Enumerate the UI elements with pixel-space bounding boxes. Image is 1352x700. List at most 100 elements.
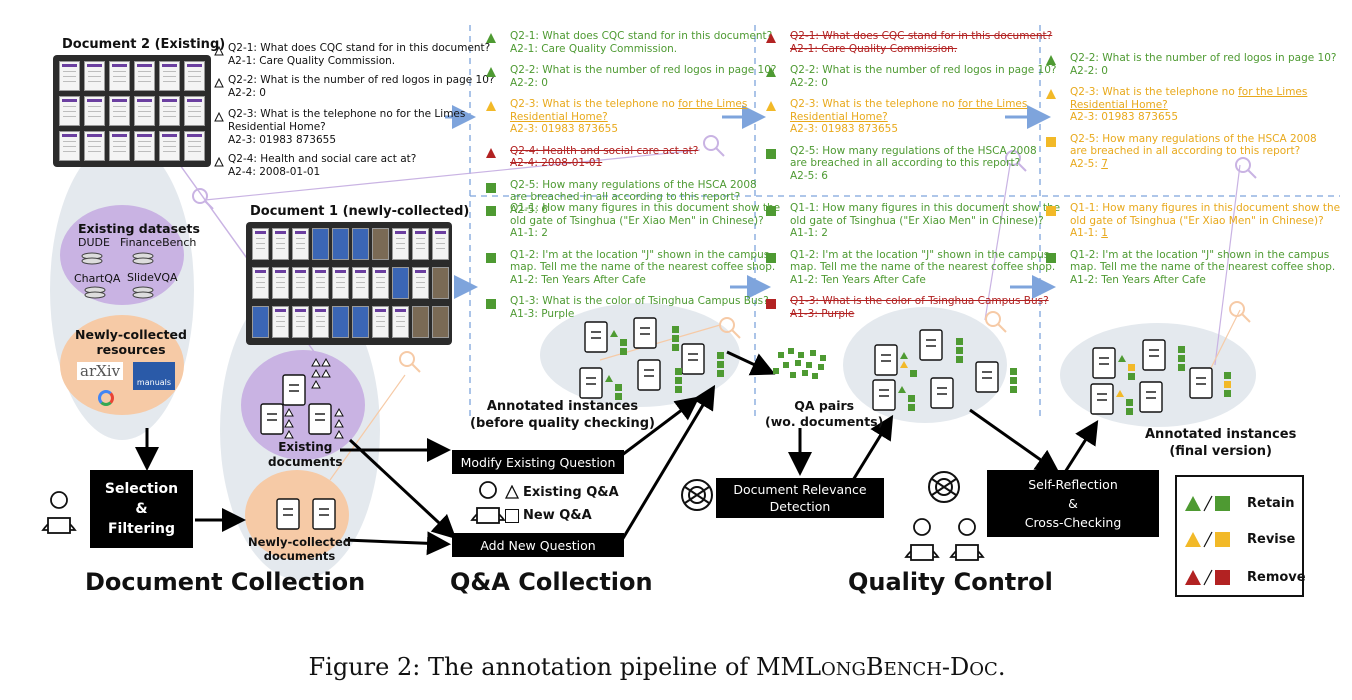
qa-line-underlined: for the Limes — [958, 98, 1028, 110]
qa-line: are breached in all according to this re… — [790, 157, 1020, 170]
qa-line-text: A1-2: Ten Years After Cafe — [790, 273, 926, 286]
status-square-icon — [766, 299, 776, 309]
page-thumbnail — [312, 306, 329, 338]
qa-line-text: map. Tell me the name of the nearest cof… — [1070, 261, 1336, 273]
qa-line: Q1-1: How many figures in this document … — [790, 202, 1060, 215]
qa-line-text: A2-1: Care Quality Commission. — [790, 42, 958, 55]
qa-line: Q2-1: What does CQC stand for in this do… — [790, 30, 1052, 43]
page-thumbnail — [159, 96, 180, 126]
qa-line-text: are breached in all according to this re… — [510, 191, 741, 203]
page-thumbnail — [134, 131, 155, 161]
status-square-icon — [1046, 206, 1056, 216]
qa-line-text: A1-1: 2 — [790, 227, 828, 239]
qa-pair-mark — [788, 348, 794, 354]
document-book-icon — [919, 329, 943, 361]
qa-line-text: A2-5: 6 — [790, 169, 828, 182]
outline-triangle-icon — [214, 46, 224, 56]
status-triangle-icon — [1046, 55, 1056, 65]
qa-line-text: Q1-3: What is the color of Tsinghua Camp… — [510, 295, 769, 307]
cluster-square-mark — [615, 393, 622, 400]
qa-line-text: Residential Home? — [510, 110, 608, 123]
qa-line-text: A1-2: Ten Years After Cafe — [510, 273, 646, 286]
caption-name-e: -D — [941, 653, 970, 681]
qa-line-text: Q2-3: What is the telephone no — [1070, 86, 1239, 98]
page-thumbnail — [109, 61, 130, 91]
page-thumbnail — [432, 306, 449, 338]
qa-line-text: Q2-1: What does CQC stand for in this do… — [510, 30, 773, 42]
page-thumbnail — [312, 267, 329, 299]
page-thumbnail — [412, 306, 429, 338]
manuals-logo: manuals — [133, 362, 175, 390]
legend-red-square-icon — [1215, 570, 1230, 585]
qa-line-text: A2-3: 01983 873655 — [1070, 111, 1179, 123]
doc2-q2: Q2-2: What is the number of red logos in… — [228, 74, 495, 86]
qa-line-text: A2-3: 01983 873655 — [510, 123, 619, 135]
qa-line: Q2-2: What is the number of red logos in… — [790, 64, 1056, 77]
qa-line: Q2-5: How many regulations of the HSCA 2… — [510, 179, 757, 192]
existing-datasets-label: Existing datasets — [78, 221, 200, 236]
caption-name-c: B — [865, 653, 884, 681]
page-thumbnail — [392, 306, 409, 338]
page-thumbnail — [159, 131, 180, 161]
status-triangle-icon — [486, 67, 496, 77]
qa-line: old gate of Tsinghua ("Er Xiao Men" in C… — [790, 215, 1044, 228]
cluster-square-mark — [956, 338, 963, 345]
status-triangle-icon — [486, 147, 496, 158]
qa-pair-mark — [790, 372, 796, 378]
caption-name-f: OC — [969, 659, 998, 680]
page-thumbnail — [272, 267, 289, 299]
qa-line-text: A1-3: Purple — [790, 307, 855, 320]
qa-line-text: A2-2: 0 — [510, 76, 548, 89]
dataset-slidevqa: SlideVQA — [127, 271, 178, 284]
cluster-square-mark — [675, 377, 682, 384]
page-thumbnail — [59, 131, 80, 161]
qa-line-text: A2-5: 6 — [510, 203, 548, 216]
qa-line: A1-1: 2 — [510, 227, 548, 240]
legend-marks — [1185, 495, 1230, 586]
cluster-triangle-mark — [610, 330, 618, 337]
arxiv-logo: arXiv — [77, 362, 124, 380]
qa-pair-mark — [812, 373, 818, 379]
qa-line: A2-2: 0 — [790, 77, 828, 90]
doc2-a4: A2-4: 2008-01-01 — [228, 166, 321, 178]
doc2-title: Document 2 (Existing) — [62, 37, 226, 52]
qa-pair-mark — [773, 368, 779, 374]
page-thumbnail — [432, 267, 449, 299]
qa-line: Residential Home? — [510, 111, 608, 124]
cluster-square-mark — [1224, 381, 1231, 388]
qa-line: old gate of Tsinghua ("Er Xiao Men" in C… — [510, 215, 764, 228]
dataset-dude: DUDE — [78, 236, 110, 249]
qa-line: Residential Home? — [1070, 99, 1168, 112]
existing-qa-label: Existing Q&A — [523, 485, 619, 500]
legend-revise-label: Revise — [1247, 532, 1296, 547]
dataset-financebench: FinanceBench — [120, 236, 197, 249]
qa-line: A1-1: 2 — [790, 227, 828, 240]
qa-line: Q1-3: What is the color of Tsinghua Camp… — [790, 295, 1049, 308]
qa-line-text: A2-2: 0 — [1070, 64, 1108, 77]
qa-pair-mark — [818, 364, 824, 370]
document-book-icon — [1092, 347, 1116, 379]
page-thumbnail — [59, 61, 80, 91]
page-thumbnail — [252, 267, 269, 299]
new-qa-square-icon — [505, 509, 519, 523]
doc2-q4: Q2-4: Health and social care act at? — [228, 153, 417, 165]
qa-line-text: Q2-3: What is the telephone no — [510, 98, 679, 110]
add-new-question-box: Add New Question — [452, 533, 624, 557]
cluster-triangle-mark — [900, 352, 908, 359]
page-thumbnail — [59, 96, 80, 126]
legend-yellow-square-icon — [1215, 532, 1230, 547]
doc1-thumbnail-panel — [246, 222, 452, 345]
document-book-icon — [637, 359, 661, 391]
qa-line-text: Q2-5: How many regulations of the HSCA 2… — [510, 178, 757, 191]
qa-line: Q2-3: What is the telephone no for the L… — [790, 98, 1027, 111]
cluster-square-mark — [620, 339, 627, 346]
qa-line: A2-1: Care Quality Commission. — [510, 43, 677, 56]
document-book-icon — [1090, 383, 1114, 415]
legend-yellow-triangle-icon — [1185, 532, 1201, 547]
qa-line-text: are breached in all according to this re… — [790, 157, 1021, 169]
document-book-icon — [1139, 381, 1163, 413]
cluster-square-mark — [908, 404, 915, 411]
cluster-square-mark — [956, 356, 963, 363]
qa-line-text: are breached in all according to this re… — [1070, 145, 1301, 157]
qa-line: Q2-2: What is the number of red logos in… — [510, 64, 776, 77]
